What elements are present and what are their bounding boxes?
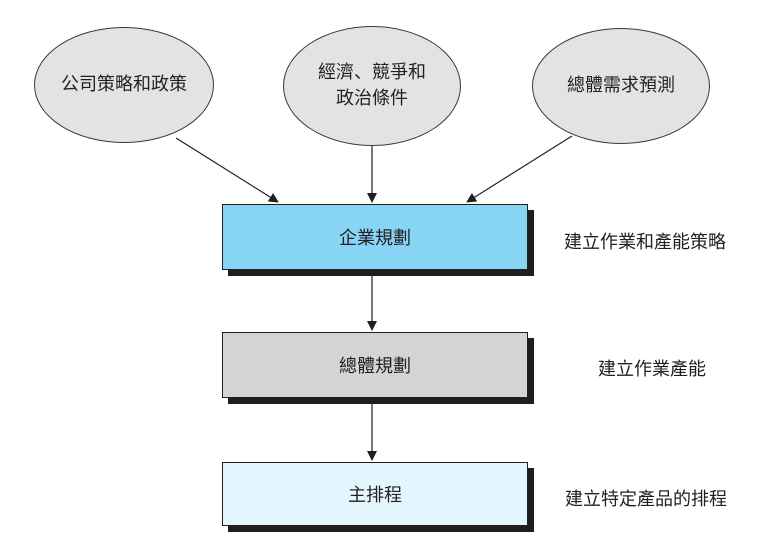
step-label: 企業規劃 <box>339 228 411 249</box>
arrow-policy-to-enterprise <box>175 137 279 203</box>
input-text: 公司策略和政策 <box>61 73 187 95</box>
step-label: 主排程 <box>348 485 402 506</box>
input-text: 政治條件 <box>336 88 408 109</box>
input-text: 經濟、競爭和 <box>318 61 426 83</box>
input-text: 總體需求預測 <box>567 74 675 96</box>
step-label: 總體規劃 <box>339 356 411 377</box>
step-description: 建立特定產品的排程 <box>565 489 727 510</box>
step-box-aggregate-planning: 總體規劃 <box>222 332 528 398</box>
arrow-forecast-to-enterprise <box>466 135 573 203</box>
input-ellipse-policy: 公司策略和政策 <box>34 27 214 143</box>
step-description: 建立作業產能 <box>598 359 706 380</box>
input-ellipse-forecast: 總體需求預測 <box>532 28 710 144</box>
step-box-master-schedule: 主排程 <box>222 462 528 526</box>
step-description: 建立作業和產能策略 <box>564 232 726 253</box>
input-ellipse-conditions: 經濟、競爭和 政治條件 <box>283 26 461 146</box>
step-box-enterprise-planning: 企業規劃 <box>222 204 528 270</box>
